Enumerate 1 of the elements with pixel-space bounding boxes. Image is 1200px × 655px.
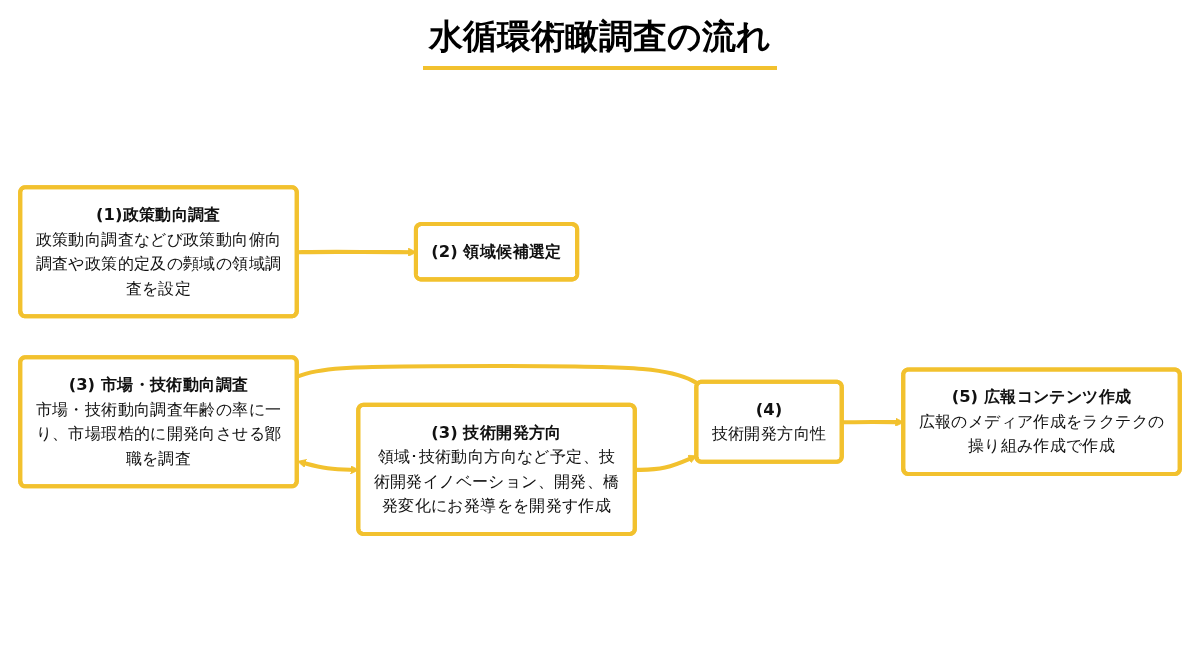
title: 水循環術瞰調査の流れ [423, 14, 777, 70]
